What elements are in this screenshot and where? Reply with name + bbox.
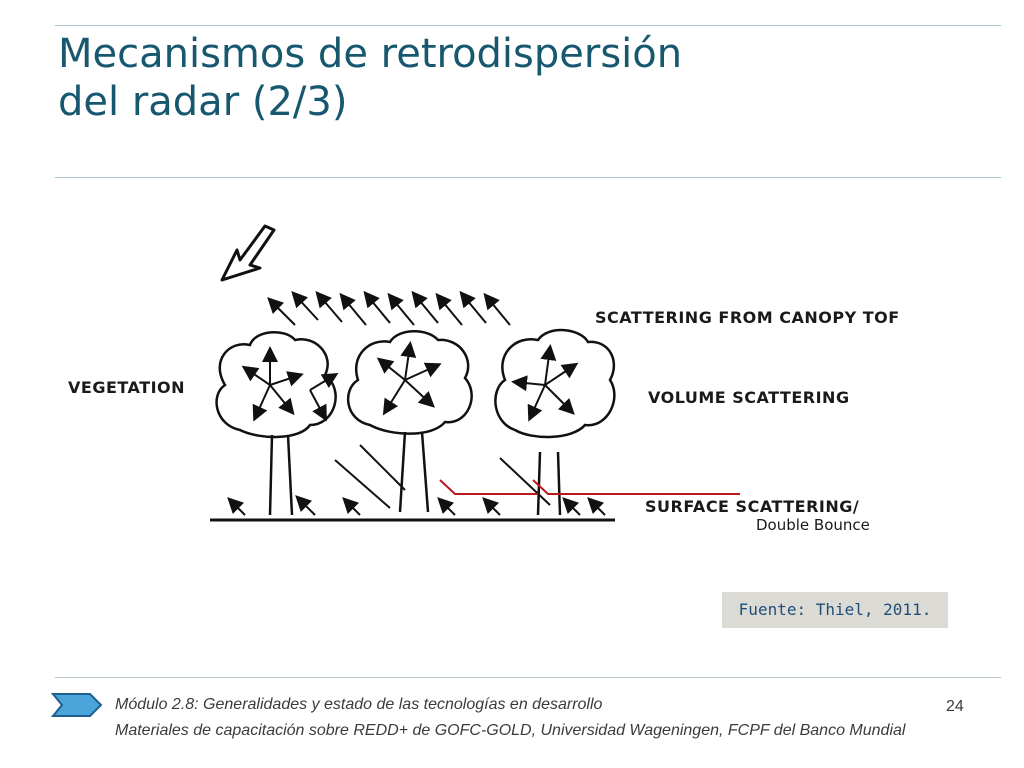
radar-backscatter-diagram: VEGETATION SCATTERING FROM CANOPY TOF VO… [60,190,940,550]
slide-title-line2: del radar (2/3) [58,79,348,125]
tree-1 [215,331,337,516]
label-double-bounce: Double Bounce [756,516,870,534]
canopy-top-arrows [267,290,511,326]
diagram-svg: VEGETATION SCATTERING FROM CANOPY TOF VO… [68,224,900,534]
source-caption: Fuente: Thiel, 2011. [722,592,948,628]
tree-3 [494,328,616,516]
label-vegetation: VEGETATION [68,378,185,397]
incident-ground-rays [334,444,551,509]
footer-materials-line: Materiales de capacitación sobre REDD+ d… [115,722,906,739]
double-bounce-annotation [439,479,740,495]
chevron-arrow-icon [50,693,103,717]
incident-wave-arrow [220,224,276,282]
label-surface-scattering: SURFACE SCATTERING/ [645,497,859,516]
slide-title-line1: Mecanismos de retrodispersión [58,31,683,77]
title-rule [55,177,1001,178]
label-canopy-top: SCATTERING FROM CANOPY TOF [595,308,900,327]
volume-scattering-arrows [241,341,579,422]
tree-2 [346,330,473,513]
label-volume-scattering: VOLUME SCATTERING [648,388,850,407]
slide-title: Mecanismos de retrodispersión del radar … [58,30,682,126]
surface-scattering-arrows [227,495,606,516]
top-rule [55,25,1001,26]
page-number: 24 [946,698,964,715]
footer-module-line: Módulo 2.8: Generalidades y estado de la… [115,696,603,713]
footer-rule [55,677,1001,678]
